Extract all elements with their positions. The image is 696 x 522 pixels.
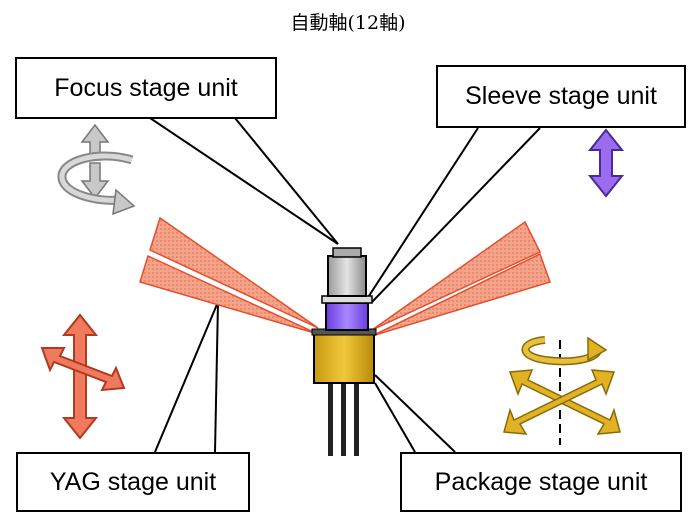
laser-beam-left-2 [139, 254, 319, 335]
sleeve-ring [325, 302, 369, 331]
package-body [313, 332, 375, 384]
rotate-and-cross-arrows-icon [503, 336, 621, 445]
xyz-cross-arrows-icon [40, 313, 126, 440]
lead-pin [328, 384, 333, 456]
optical-device [311, 247, 377, 456]
vertical-double-arrow-icon [587, 128, 625, 198]
leader-line-package-1 [374, 374, 456, 453]
leader-line-yag-2 [214, 301, 219, 453]
laser-beam-right-1 [371, 220, 542, 331]
leader-line-focus-1 [149, 117, 339, 245]
lead-pin [354, 384, 359, 456]
yag-arrow-diagonal [40, 347, 126, 392]
yag-arrow-vertical [61, 313, 99, 440]
yag-stage-label: YAG stage unit [16, 452, 250, 512]
laser-beam-right-2 [371, 252, 551, 337]
sleeve-stage-label: Sleeve stage unit [436, 65, 686, 128]
rotate-and-vertical-arrows-icon [57, 123, 136, 216]
leader-line-sleeve-1 [364, 127, 479, 303]
lead-pin [341, 384, 346, 456]
focus-lens-top [332, 247, 362, 258]
diagram-title: 自動軸(12軸) [290, 12, 406, 34]
leader-lines [149, 117, 541, 453]
package-stage-label: Package stage unit [400, 452, 682, 512]
focus-lens-cap [327, 255, 367, 297]
rotation-arrowhead [112, 188, 136, 216]
sleeve-collar [321, 295, 373, 304]
laser-beams-right [371, 220, 551, 337]
leader-line-package-2 [374, 382, 416, 453]
laser-beam-left-1 [149, 216, 319, 329]
leader-line-sleeve-2 [371, 127, 541, 303]
rotation-arc-inner [59, 153, 133, 203]
sleeve-arrow [587, 128, 625, 198]
arrow-down [80, 162, 110, 200]
laser-beams-left [139, 216, 319, 335]
focus-stage-label: Focus stage unit [15, 57, 277, 119]
package-arrow-diag-2 [503, 369, 616, 435]
package-rotation-arrowhead [587, 336, 608, 362]
leader-line-focus-2 [234, 117, 339, 245]
leader-line-yag-1 [154, 301, 219, 453]
